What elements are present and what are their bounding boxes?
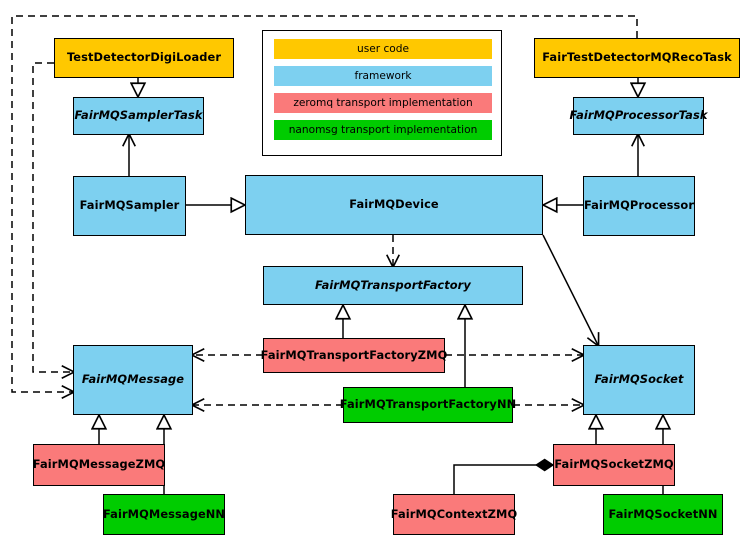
class-node-label: FairMQMessageNN [102, 506, 226, 521]
class-node-label: FairMQProcessor [583, 198, 695, 213]
class-node-fairmqsampler[interactable]: FairMQSampler [73, 176, 186, 236]
class-node-label: FairMQSocket [594, 372, 684, 387]
class-node-fairmqprocessor[interactable]: FairMQProcessor [583, 176, 695, 236]
class-node-fairmqmessagenn[interactable]: FairMQMessageNN [103, 494, 225, 535]
class-node-label: FairMQTransportFactory [315, 277, 471, 292]
class-node-label: FairMQProcessorTask [569, 108, 708, 123]
class-node-fairmqtransportfactorynn[interactable]: FairMQTransportFactoryNN [339, 387, 517, 423]
class-node-label: TestDetectorDigiLoader [66, 50, 222, 65]
class-node-label: FairMQMessageZMQ [32, 457, 166, 472]
class-node-label: FairMQTransportFactoryZMQ [260, 347, 448, 362]
edge-digiloader-to-message [32, 62, 73, 372]
legend-item-framework: framework [274, 66, 492, 86]
edge-contextzmq-to-socketzmq [453, 458, 555, 494]
class-node-label: FairMQSampler [79, 198, 180, 213]
class-node-fairmqsocketnn[interactable]: FairMQSocketNN [603, 494, 723, 535]
class-node-label: FairMQSocketZMQ [554, 457, 674, 472]
legend-label-user-code: user code [356, 43, 410, 55]
class-node-label: FairMQContextZMQ [390, 506, 518, 521]
class-node-fairmqmessage[interactable]: FairMQMessage [73, 345, 193, 415]
class-node-fairmqsamplertask[interactable]: FairMQSamplerTask [73, 97, 204, 135]
edge-device-to-socket [542, 234, 598, 345]
class-node-fairmqsocketzmq[interactable]: FairMQSocketZMQ [553, 444, 675, 486]
class-node-fairmqcontextzmq[interactable]: FairMQContextZMQ [390, 494, 518, 535]
class-node-label: FairMQSamplerTask [74, 108, 203, 123]
class-node-fairmqsocket[interactable]: FairMQSocket [583, 345, 695, 415]
class-node-fairmqtransportfactory[interactable]: FairMQTransportFactory [263, 266, 523, 305]
class-node-label: FairMQMessage [81, 372, 185, 387]
legend-label-zeromq: zeromq transport implementation [293, 97, 473, 109]
class-node-label: FairMQSocketNN [608, 506, 718, 521]
class-node-label: FairMQDevice [349, 197, 439, 212]
class-node-label: FairTestDetectorMQRecoTask [542, 50, 732, 65]
class-node-fairmqprocessortask[interactable]: FairMQProcessorTask [570, 97, 707, 135]
class-node-fairmqtransportfactoryzmq[interactable]: FairMQTransportFactoryZMQ [260, 338, 448, 373]
legend-label-framework: framework [354, 70, 412, 82]
legend-label-nanomsg: nanomsg transport implementation [288, 124, 478, 136]
legend-item-zeromq: zeromq transport implementation [274, 93, 492, 113]
legend-item-nanomsg: nanomsg transport implementation [274, 120, 492, 140]
legend-item-user-code: user code [274, 39, 492, 59]
class-node-label: FairMQTransportFactoryNN [339, 397, 517, 412]
class-node-fairmqdevice[interactable]: FairMQDevice [245, 175, 543, 235]
class-node-testdetectordigiloader[interactable]: TestDetectorDigiLoader [54, 38, 234, 78]
class-node-fairmqmessagezmq[interactable]: FairMQMessageZMQ [33, 444, 165, 486]
class-node-fairtestdetectormqrecotask[interactable]: FairTestDetectorMQRecoTask [534, 38, 740, 78]
legend-box: user code framework zeromq transport imp… [262, 30, 502, 156]
